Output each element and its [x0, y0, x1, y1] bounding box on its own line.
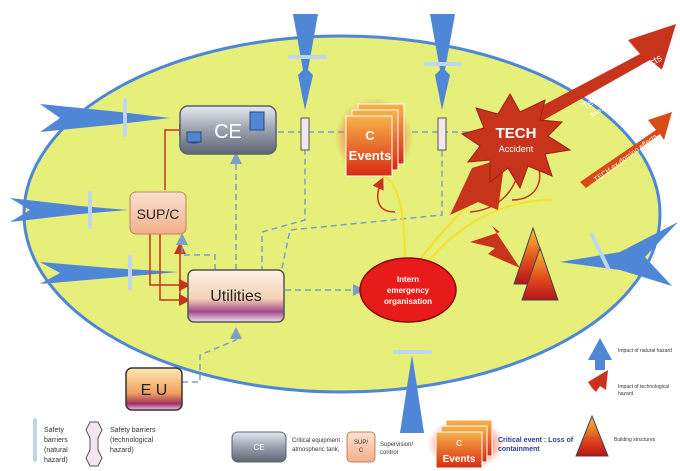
legend-tech-barrier-3: hazard) — [110, 447, 134, 454]
legend-natural-barrier-4: hazard) — [44, 457, 68, 464]
legend-critical-equipment-2: atmospheric tank, — [292, 447, 340, 453]
legend-natural-barrier-1: Safety — [44, 427, 64, 434]
natural-arrow-left-2 — [10, 198, 128, 222]
legend-tech-barrier-1: Safety barriers — [110, 427, 156, 434]
legend-tech-impact-1: Impact of technological — [618, 384, 669, 390]
utilities-label: Utilities — [210, 288, 262, 305]
legend-critical-event-2: containment — [498, 446, 540, 453]
legend-supervision-1: Supervision/ — [380, 442, 413, 448]
node-supc — [129, 191, 187, 235]
site-ellipse — [22, 34, 662, 394]
legend-natural-barrier-3: (natural — [44, 447, 68, 454]
legend-c-events-label: Events — [443, 454, 476, 465]
legend-building-icon — [575, 414, 609, 457]
c-events-c: C — [365, 128, 375, 143]
natural-arrow-bottom — [400, 355, 424, 433]
legend-ce-icon-label: CE — [253, 443, 264, 452]
ce-label: CE — [214, 121, 242, 143]
c-events-label: Events — [349, 148, 392, 163]
node-eu — [125, 367, 183, 411]
legend-tech-arrow — [588, 370, 608, 392]
legend-tech-barrier — [85, 421, 103, 467]
legend-critical-event-1: Critical event : Loss of — [498, 437, 574, 444]
legend-ce-icon — [231, 431, 287, 463]
natural-arrow-left-3 — [40, 262, 178, 284]
legend-c-events-c: C — [456, 439, 462, 448]
eu-label: E U — [141, 382, 168, 399]
legend-c-events-icon — [428, 418, 504, 470]
legend-supc-icon-1: SUP/ — [354, 440, 368, 446]
legend-building: Building structures — [614, 437, 656, 443]
natural-arrow-top-1 — [293, 14, 318, 110]
intern-line-1: Intern — [397, 275, 419, 284]
tech-effects-arrow — [500, 24, 676, 138]
intern-line-3: organisation — [384, 297, 432, 306]
supc-label: SUP/C — [137, 206, 180, 222]
node-utilities — [187, 269, 285, 323]
node-ce — [179, 105, 277, 155]
legend-natural-barrier-2: barriers — [44, 437, 68, 444]
natural-arrow-left-1 — [40, 104, 170, 132]
tech-barrier-2 — [437, 117, 447, 151]
legend-natural-impact: Impact of natural hazard — [618, 348, 672, 354]
legend: Safety barriers (natural hazard) Safety … — [44, 348, 672, 465]
legend-tech-impact-2: hazard — [618, 391, 634, 397]
legend-natural-arrow — [588, 338, 612, 370]
node-tech-accident — [460, 93, 572, 190]
tech-sub: Accident — [499, 144, 534, 154]
tech-barriers — [85, 117, 447, 467]
natural-arrow-right — [560, 222, 678, 286]
legend-supervision-2: control — [380, 450, 398, 456]
building-structures — [513, 226, 609, 457]
node-c-events — [335, 98, 413, 178]
intern-line-2: emergency — [387, 286, 430, 295]
tech-barrier-1 — [300, 117, 310, 151]
legend-tech-barrier-2: (technological — [110, 437, 154, 444]
legend-critical-equipment-1: Critical equipment : — [292, 438, 344, 444]
tech-ex-domino-arrow — [580, 112, 672, 188]
legend-supc-icon-2: C — [359, 448, 364, 454]
legend-supc-icon — [346, 431, 376, 463]
natural-barriers — [33, 55, 610, 462]
tech-arrow-to-buildings — [470, 226, 520, 268]
ce-square-icon — [249, 111, 265, 131]
connections — [149, 124, 553, 383]
node-intern — [359, 257, 457, 323]
tech-title: TECH — [496, 125, 537, 142]
